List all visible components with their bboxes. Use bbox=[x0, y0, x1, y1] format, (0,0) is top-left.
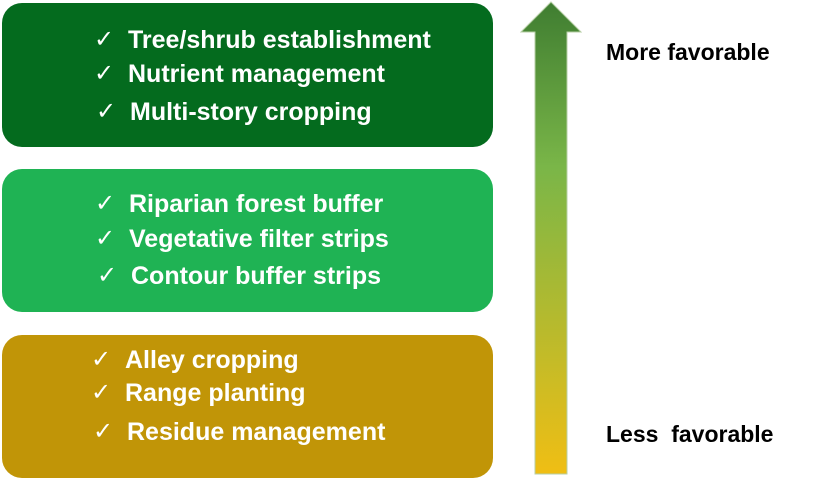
item-label: Contour buffer strips bbox=[131, 262, 381, 290]
item-label: Multi-story cropping bbox=[130, 98, 372, 126]
less-favorable-label: Less favorable bbox=[606, 421, 774, 447]
list-item: ✓ Residue management bbox=[93, 417, 385, 447]
check-icon: ✓ bbox=[93, 418, 114, 445]
check-icon: ✓ bbox=[97, 262, 118, 289]
tier-moderately-favorable: ✓ Riparian forest buffer ✓ Vegetative fi… bbox=[2, 169, 493, 312]
tier-most-favorable: ✓ Tree/shrub establishment ✓ Nutrient ma… bbox=[2, 3, 493, 147]
item-label: Nutrient management bbox=[128, 60, 385, 88]
item-label: Tree/shrub establishment bbox=[128, 26, 431, 54]
item-label: Alley cropping bbox=[125, 346, 299, 374]
check-icon: ✓ bbox=[94, 26, 115, 53]
list-item: ✓ Nutrient management bbox=[94, 59, 385, 89]
list-item: ✓ Alley cropping bbox=[91, 345, 299, 375]
item-label: Range planting bbox=[125, 379, 306, 407]
list-item: ✓ Contour buffer strips bbox=[97, 261, 381, 291]
check-icon: ✓ bbox=[95, 190, 116, 217]
list-item: ✓ Tree/shrub establishment bbox=[94, 25, 431, 55]
more-favorable-label: More favorable bbox=[606, 39, 770, 65]
tier-least-favorable: ✓ Alley cropping ✓ Range planting ✓ Resi… bbox=[2, 335, 493, 478]
item-label: Riparian forest buffer bbox=[129, 190, 384, 218]
check-icon: ✓ bbox=[91, 346, 112, 373]
list-item: ✓ Vegetative filter strips bbox=[95, 224, 389, 254]
item-label: Residue management bbox=[127, 418, 386, 446]
check-icon: ✓ bbox=[96, 98, 117, 125]
up-arrow-icon bbox=[519, 1, 583, 475]
check-icon: ✓ bbox=[91, 379, 112, 406]
list-item: ✓ Multi-story cropping bbox=[96, 97, 372, 127]
list-item: ✓ Range planting bbox=[91, 378, 306, 408]
item-label: Vegetative filter strips bbox=[129, 225, 389, 253]
favorability-arrow bbox=[519, 0, 583, 480]
check-icon: ✓ bbox=[95, 225, 116, 252]
check-icon: ✓ bbox=[94, 60, 115, 87]
list-item: ✓ Riparian forest buffer bbox=[95, 189, 383, 219]
